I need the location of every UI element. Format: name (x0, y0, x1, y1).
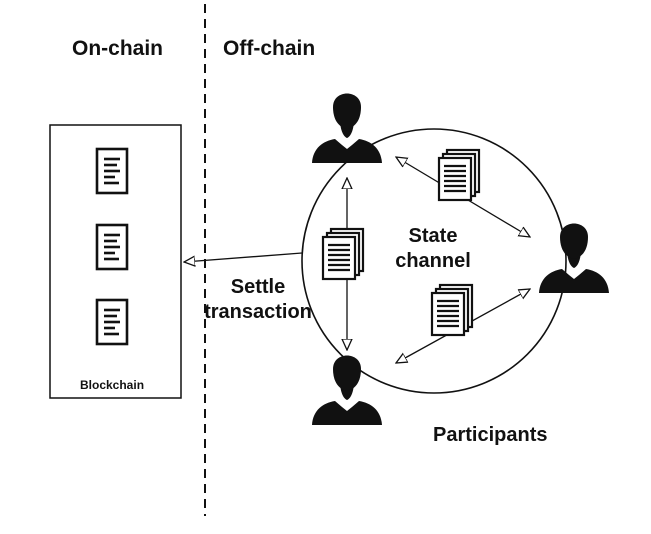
transaction-stacked-documents-icon-2 (321, 227, 365, 281)
block-document-icon-1 (95, 147, 129, 195)
blockchain-label: Blockchain (80, 378, 145, 392)
state-channel-label-line1: State (408, 225, 458, 247)
settle-transaction-label-line2: transaction (204, 301, 312, 323)
block-document-icon-3 (95, 298, 129, 346)
settle-transaction-label-line1: Settle (230, 276, 286, 298)
on-chain-heading: On-chain (72, 37, 164, 60)
participant-right-person-icon (539, 223, 609, 293)
state-channel-circle (301, 128, 567, 394)
settle-transaction-arrow (184, 252, 303, 262)
participants-label: Participants (433, 424, 548, 446)
settle-transaction-label: Settle transaction (198, 275, 318, 325)
participant-bottom-person-icon (312, 355, 382, 425)
participant-top-person-icon (312, 93, 382, 163)
block-document-icon-2 (95, 223, 129, 271)
state-channel-label-line2: channel (395, 250, 471, 272)
transaction-stacked-documents-icon-3 (430, 283, 474, 337)
off-chain-heading: Off-chain (223, 37, 316, 60)
transaction-stacked-documents-icon-1 (437, 148, 481, 202)
state-channel-label: State channel (383, 224, 483, 274)
